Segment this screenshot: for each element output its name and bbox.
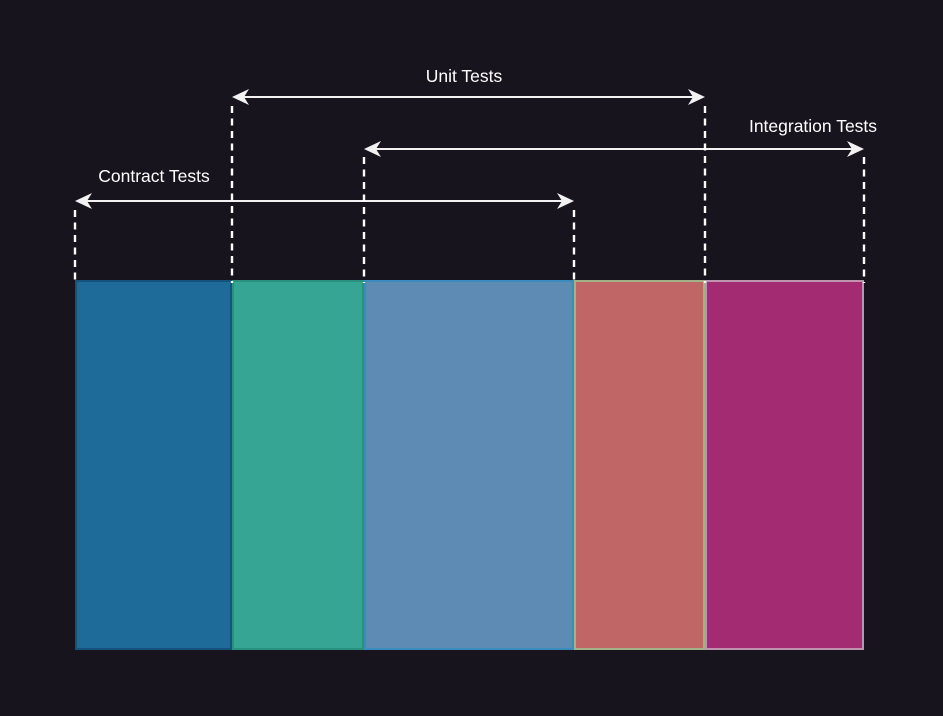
arrowhead-right-icon: [688, 89, 705, 105]
unit-tests-label: Unit Tests: [425, 66, 503, 86]
band-contract-unit-integration-overlap: [364, 280, 574, 650]
arrowhead-left-icon: [75, 193, 92, 209]
unit-tests-arrow: [232, 89, 705, 105]
integration-tests-arrow: [364, 141, 864, 157]
band-contract-only: [75, 280, 232, 650]
contract-tests-label: Contract Tests: [98, 166, 210, 186]
band-unit-integration-overlap: [574, 280, 705, 650]
band-contract-unit-overlap: [232, 280, 364, 650]
arrowhead-right-icon: [557, 193, 574, 209]
contract-tests-arrow: [75, 193, 574, 209]
integration-tests-label: Integration Tests: [748, 116, 878, 136]
arrowhead-left-icon: [232, 89, 249, 105]
band-integration-only: [705, 280, 864, 650]
arrowhead-left-icon: [364, 141, 381, 157]
arrowhead-right-icon: [847, 141, 864, 157]
